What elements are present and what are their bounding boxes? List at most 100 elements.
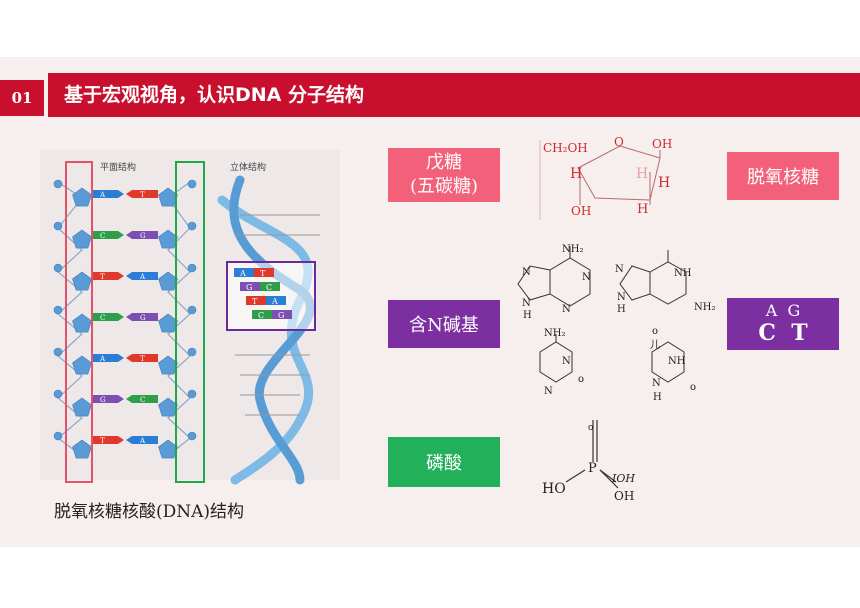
rung-right-letter: G xyxy=(140,232,146,240)
cytosine-o: o xyxy=(578,374,584,385)
sugar-pentagon-right xyxy=(158,271,178,291)
phosphate-ho: HO xyxy=(542,481,566,497)
cytosine-nh2: NH₂ xyxy=(544,328,565,339)
figure-caption: 脱氧核糖核酸(DNA)结构 xyxy=(54,502,245,522)
oh-bottom-label: OH xyxy=(571,204,591,218)
cytosine-n: N xyxy=(562,356,571,367)
thymine-ji-glyph: 儿 xyxy=(650,339,660,351)
rung-left-base xyxy=(92,313,124,321)
oh-top-label: OH xyxy=(652,137,672,151)
adenine-structure xyxy=(517,246,591,307)
phosphate-oh: OH xyxy=(614,489,634,503)
helix-pair-right-letter: A xyxy=(271,297,278,306)
sugar-pentagon-right xyxy=(158,313,178,333)
rung-right-letter: A xyxy=(139,273,146,281)
sugar-pentagon-right xyxy=(158,439,178,459)
base-letters-top: A G xyxy=(765,301,801,320)
helix-pair-right-letter: T xyxy=(260,269,266,278)
phosphate-dot-right xyxy=(187,179,197,189)
sugar-phosphate-highlight-green xyxy=(175,161,205,483)
phosphate-o-top: o xyxy=(588,423,593,433)
phosphate-dot-right xyxy=(187,221,197,231)
rung-left-letter: T xyxy=(100,273,105,281)
base-letters-bottom: C T xyxy=(758,320,808,346)
h-left-label: H xyxy=(570,166,582,182)
phosphate-dot-right xyxy=(187,389,197,399)
sugar-pentagon-right xyxy=(158,397,178,417)
helix-pair-right-letter: C xyxy=(266,283,272,292)
thymine-nh: NH xyxy=(668,356,686,367)
pentose-label-line2: (五碳糖) xyxy=(409,176,479,197)
phosphate-dot-left xyxy=(53,221,63,231)
adenine-n7: N xyxy=(522,267,531,278)
rung-left-letter: C xyxy=(100,314,105,322)
guanine-nh2: NH₂ xyxy=(694,302,715,313)
thymine-h: H xyxy=(653,392,662,403)
helix-rungs xyxy=(235,214,320,416)
page-title: 基于宏观视角，认识DNA 分子结构 xyxy=(64,84,364,106)
base-letters-box: A G C T xyxy=(727,298,839,350)
helix-pair-left xyxy=(234,268,254,277)
rung-left-letter: A xyxy=(99,191,106,199)
thymine-n: N xyxy=(652,378,661,389)
rung-right-letter: C xyxy=(140,396,145,404)
pentose-label-box: 戊糖 (五碳糖) xyxy=(388,148,500,202)
phosphate-dot-left xyxy=(53,263,63,273)
rung-right-base xyxy=(126,231,158,239)
sugar-pentagon-left xyxy=(72,187,92,207)
deoxyribose-structure: CH₂OH O OH H H H OH H xyxy=(539,135,672,220)
phosphate-dot-right xyxy=(187,305,197,315)
guanine-n9: N xyxy=(617,292,626,303)
rung-right-letter: T xyxy=(140,355,145,363)
rung-right-base xyxy=(126,395,158,403)
phosphate-structure xyxy=(565,420,619,489)
guanine-structure xyxy=(619,250,687,305)
helix-pair-right xyxy=(254,268,274,277)
sugar-pentagon-right xyxy=(158,187,178,207)
guanine-n7: N xyxy=(615,264,624,275)
guanine-h: H xyxy=(617,304,626,315)
thymine-structure xyxy=(651,341,685,383)
helix-pair-left-letter: T xyxy=(252,297,258,306)
adenine-h: H xyxy=(523,310,532,321)
thymine-o-top: o xyxy=(652,326,658,337)
sugar-pentagon-left xyxy=(72,271,92,291)
rung-left-letter: G xyxy=(100,396,106,404)
pentose-label-line1: 戊糖 xyxy=(426,152,462,173)
phosphate-ioh: IOH xyxy=(611,472,635,485)
stereo-structure-label: 立体结构 xyxy=(230,163,267,173)
sugar-pentagon-right xyxy=(158,229,178,249)
adenine-n1: N xyxy=(582,272,591,283)
helix-pair-left-letter: A xyxy=(239,269,246,278)
sugar-pentagon-left xyxy=(72,355,92,375)
helix-pair-left xyxy=(252,310,272,319)
nitrogen-base-label-box: 含N碱基 xyxy=(388,300,500,348)
rung-left-base xyxy=(92,190,124,198)
phosphate-dot-left xyxy=(53,305,63,315)
rung-right-base xyxy=(126,272,158,280)
rung-right-base xyxy=(126,354,158,362)
helix-pair-left-letter: C xyxy=(258,311,264,320)
helix-pair-right xyxy=(260,282,280,291)
rung-right-letter: G xyxy=(140,314,146,322)
deoxyribose-box: 脱氧核糖 xyxy=(727,152,839,200)
phosphate-dot-right xyxy=(187,347,197,357)
rung-left-base xyxy=(92,231,124,239)
phosphate-p: P xyxy=(588,461,597,476)
phosphate-dot-right xyxy=(187,431,197,441)
helix-pair-left-letter: G xyxy=(246,283,252,292)
guanine-nh: NH xyxy=(674,268,692,279)
sugar-pentagon-right xyxy=(158,355,178,375)
adenine-n3: N xyxy=(562,304,571,315)
rung-right-base xyxy=(126,190,158,198)
rung-left-base xyxy=(92,395,124,403)
rung-left-letter: T xyxy=(100,437,105,445)
adenine-nh2: NH₂ xyxy=(562,244,583,255)
thymine-o: o xyxy=(690,382,696,393)
h-bottom-label: H xyxy=(637,202,648,217)
phosphate-label-box: 磷酸 xyxy=(388,437,500,487)
adenine-nh: N xyxy=(522,298,531,309)
helix-pair-left xyxy=(246,296,266,305)
phosphate-dot-left xyxy=(53,179,63,189)
cytosine-n1: N xyxy=(544,386,553,397)
